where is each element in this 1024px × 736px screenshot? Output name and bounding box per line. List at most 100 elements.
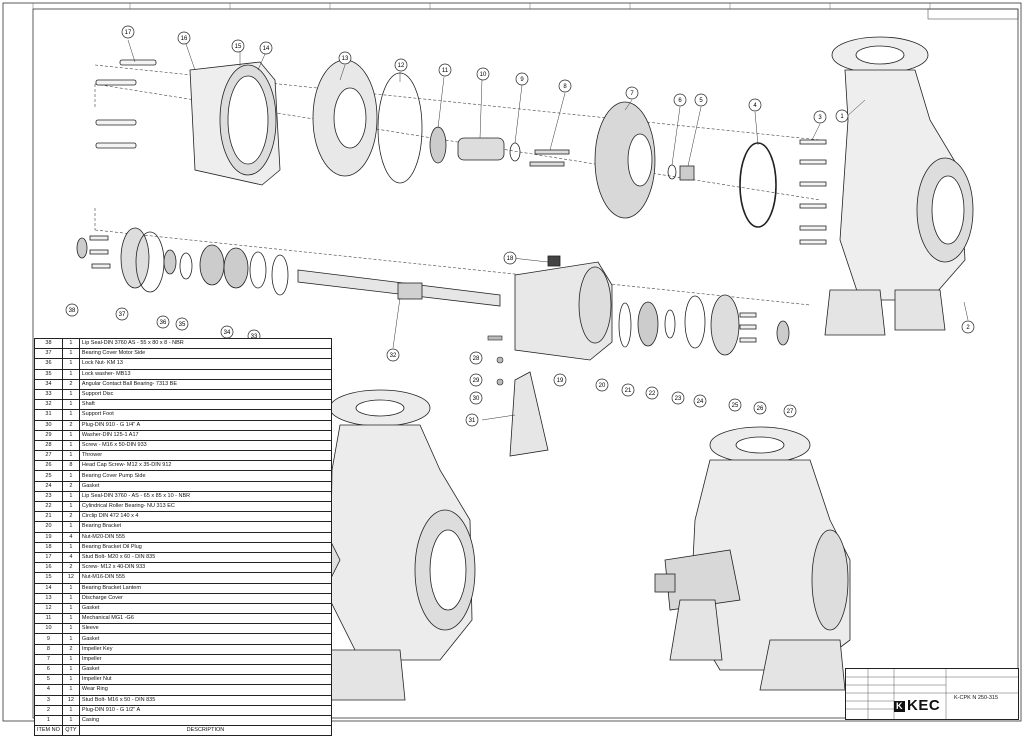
bom-item-cell: 1	[34, 714, 63, 727]
callout-26: 26	[753, 401, 767, 415]
revision-box	[927, 8, 1019, 20]
bom-qty-cell: 1	[61, 388, 80, 401]
bom-item-cell: 16	[34, 562, 63, 574]
callout-12: 12	[394, 58, 408, 72]
bom-item-cell: 13	[34, 592, 63, 604]
bom-item-cell: 32	[34, 399, 63, 411]
bom-qty-cell: 1	[61, 663, 80, 676]
callout-23: 23	[671, 391, 685, 405]
bom-qty-cell: 1	[61, 399, 80, 411]
bom-item-cell: 26	[34, 460, 63, 472]
bom-item-cell: 29	[34, 429, 63, 441]
bom-header-item: ITEM NO	[34, 725, 63, 736]
bom-description-cell: Shaft	[78, 399, 333, 411]
callout-label: 32	[390, 353, 397, 359]
bom-qty-cell: 1	[61, 653, 80, 666]
callout-label: 7	[630, 91, 634, 97]
callout-label: 17	[125, 30, 132, 36]
callout-label: 16	[181, 36, 188, 42]
callout-label: 9	[520, 77, 524, 83]
bom-description-cell: Lip Seal-DIN 3760 AS - 55 x 80 x 8 - NBR	[78, 337, 333, 350]
bom-qty-cell: 1	[61, 490, 80, 503]
bom-item-cell: 18	[34, 541, 63, 553]
callout-label: 31	[469, 418, 476, 424]
bom-description-cell: Stud Bolt- M16 x 50 - DIN 835	[78, 694, 333, 706]
bom-qty-cell: 1	[61, 592, 80, 604]
callout-label: 35	[179, 322, 186, 328]
bom-description-cell: Screw - M16 x 50-DIN 933	[78, 439, 333, 452]
callout-25: 25	[728, 398, 742, 412]
bom-item-cell: 37	[34, 348, 63, 360]
bom-item-cell: 5	[34, 674, 63, 686]
callout-16: 16	[177, 31, 191, 45]
bom-description-cell: Thrower	[78, 450, 333, 462]
callout-18: 18	[503, 251, 517, 265]
callout-label: 26	[757, 406, 764, 412]
callout-29: 29	[469, 373, 483, 387]
callout-label: 12	[398, 63, 405, 69]
bom-qty-cell: 2	[61, 511, 80, 523]
bom-description-cell: Gasket	[78, 633, 333, 645]
bom-qty-cell: 1	[61, 450, 80, 462]
bom-description-cell: Plug-DIN 910 - G 1/2" A	[78, 704, 333, 716]
callout-label: 2	[966, 325, 970, 331]
upper-parts	[95, 59, 827, 245]
bom-item-cell: 12	[34, 602, 63, 615]
fasteners	[487, 335, 504, 386]
bom-description-cell: Plug-DIN 910 - G 1/4" A	[78, 419, 333, 431]
bom-description-cell: Bearing Cover Motor Side	[78, 348, 333, 360]
bom-description-cell: Support Disc	[78, 388, 333, 401]
bom-qty-cell: 1	[61, 348, 80, 360]
callout-15: 15	[231, 39, 245, 53]
callout-label: 18	[507, 256, 514, 262]
bom-item-cell: 4	[34, 684, 63, 696]
callout-27: 27	[783, 404, 797, 418]
callout-36: 36	[156, 315, 170, 329]
bom-qty-cell: 2	[61, 480, 80, 492]
bom-description-cell: Gasket	[78, 480, 333, 492]
bom-qty-cell: 1	[61, 409, 80, 421]
callout-6: 6	[673, 93, 687, 107]
bom-description-cell: Lock Nut- KM 13	[78, 358, 333, 370]
bom-qty-cell: 1	[61, 613, 80, 625]
bom-item-cell: 9	[34, 633, 63, 645]
bom-qty-cell: 1	[61, 714, 80, 727]
bom-description-cell: Sleeve	[78, 623, 333, 635]
bom-description-cell: Washer-DIN 125-1 A17	[78, 429, 333, 441]
bom-description-cell: Screw- M12 x 40-DIN 933	[78, 562, 333, 574]
callout-22: 22	[645, 386, 659, 400]
bom-item-cell: 6	[34, 663, 63, 676]
assembly-right	[654, 426, 851, 691]
callout-37: 37	[115, 307, 129, 321]
bom-qty-cell: 2	[61, 562, 80, 574]
bom-item-cell: 28	[34, 439, 63, 452]
bom-description-cell: Wear Ring	[78, 684, 333, 696]
bom-qty-cell: 1	[61, 439, 80, 452]
callout-2: 2	[961, 320, 975, 334]
bom-item-cell: 25	[34, 470, 63, 482]
callout-label: 5	[699, 98, 703, 104]
drawing-number: K-CPK N 250-315	[954, 695, 999, 701]
bom-description-cell: Lip Seal-DIN 3760 - AS - 65 x 85 x 10 - …	[78, 490, 333, 503]
bom-header-description: DESCRIPTION	[78, 725, 333, 736]
bom-description-cell: Support Foot	[78, 409, 333, 421]
callout-31: 31	[465, 413, 479, 427]
callout-label: 23	[675, 396, 682, 402]
callout-label: 37	[119, 312, 126, 318]
callout-label: 22	[649, 391, 656, 397]
bom-item-cell: 15	[34, 572, 63, 584]
bom-item-cell: 30	[34, 419, 63, 431]
